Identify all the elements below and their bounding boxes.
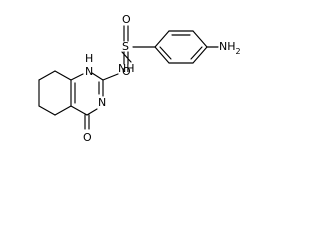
atom-nh-ring-h: H [85, 52, 93, 65]
bond-cy-4 [38, 105, 56, 116]
bond-n1-c8a [70, 73, 84, 81]
atom-n-ring: N [98, 96, 106, 109]
bond-ph-inner-3 [159, 46, 172, 60]
bond-cy-1 [54, 70, 72, 81]
bonds [38, 25, 219, 130]
structure-canvas: O S O NH H N N O NH2 [38, 13, 241, 144]
bond-c2-n1 [91, 72, 104, 81]
bond-c4-n3 [86, 108, 98, 116]
atom-o-top: O [122, 13, 131, 26]
bond-ph-3 [192, 30, 208, 48]
atom-o-bottom: O [122, 65, 131, 78]
bond-ph-4 [192, 46, 208, 64]
atom-s: S [122, 40, 129, 53]
atom-labels: O S O NH H N N O NH2 [83, 13, 241, 144]
atom-nh-ring-n: N [85, 65, 93, 78]
bond-c4a-c4 [70, 105, 88, 116]
bond-ph-inner-2 [190, 46, 203, 60]
molecule-diagram: O S O NH H N N O NH2 [38, 13, 241, 144]
bond-nh-c2 [102, 73, 119, 81]
atom-nh2: NH2 [219, 40, 241, 56]
bond-cy-5 [54, 105, 72, 116]
bond-ph-6 [154, 46, 170, 64]
atom-o-carbonyl: O [83, 131, 92, 144]
bond-cy-2 [38, 70, 56, 81]
atom-nh2-n: NH [219, 40, 236, 53]
bond-ph-1 [154, 30, 170, 48]
bond-s-nh [121, 51, 132, 63]
atom-nh-link: NH [118, 62, 135, 75]
atom-nh2-subscript: 2 [236, 47, 241, 56]
